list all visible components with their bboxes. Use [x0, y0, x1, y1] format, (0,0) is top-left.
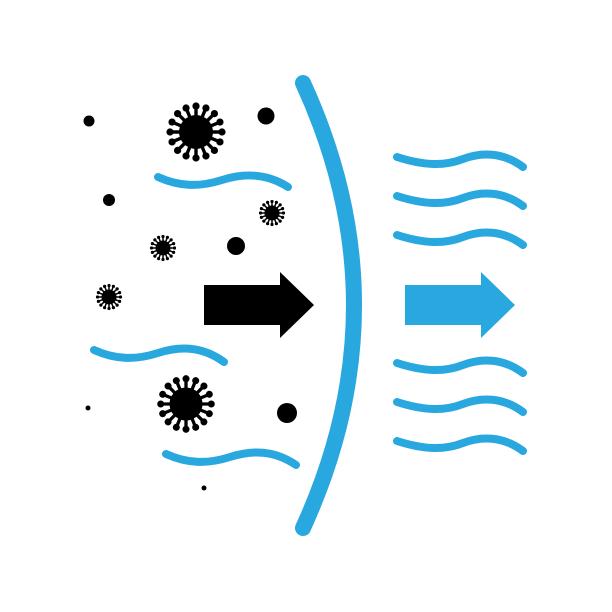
arrow-right-icon [204, 272, 314, 338]
virus-icon [95, 283, 123, 311]
water-wave-icon [393, 228, 527, 249]
dust-particle-icon [227, 237, 245, 255]
water-wave-icon [162, 448, 300, 469]
dust-particle-icon [85, 405, 91, 411]
virus-icon [258, 199, 286, 227]
contaminant-group [83, 100, 297, 491]
filter-membrane-icon [295, 75, 362, 536]
water-wave-icon [393, 189, 527, 210]
water-wave-icon [90, 344, 228, 366]
arrow-right-icon [405, 272, 515, 338]
dirty-water-waves [90, 171, 300, 469]
virus-icon [164, 100, 228, 164]
water-wave-icon [393, 356, 527, 377]
dust-particle-icon [277, 403, 297, 423]
water-wave-icon [154, 171, 292, 191]
virus-icon [155, 373, 217, 435]
clean-water-waves [393, 150, 527, 455]
dust-particle-icon [201, 485, 207, 491]
water-wave-icon [393, 434, 527, 455]
water-wave-icon [393, 395, 527, 416]
virus-icon [149, 234, 177, 262]
dust-particle-icon [103, 194, 115, 206]
dust-particle-icon [257, 107, 275, 125]
water-wave-icon [393, 150, 527, 171]
dust-particle-icon [83, 115, 95, 127]
